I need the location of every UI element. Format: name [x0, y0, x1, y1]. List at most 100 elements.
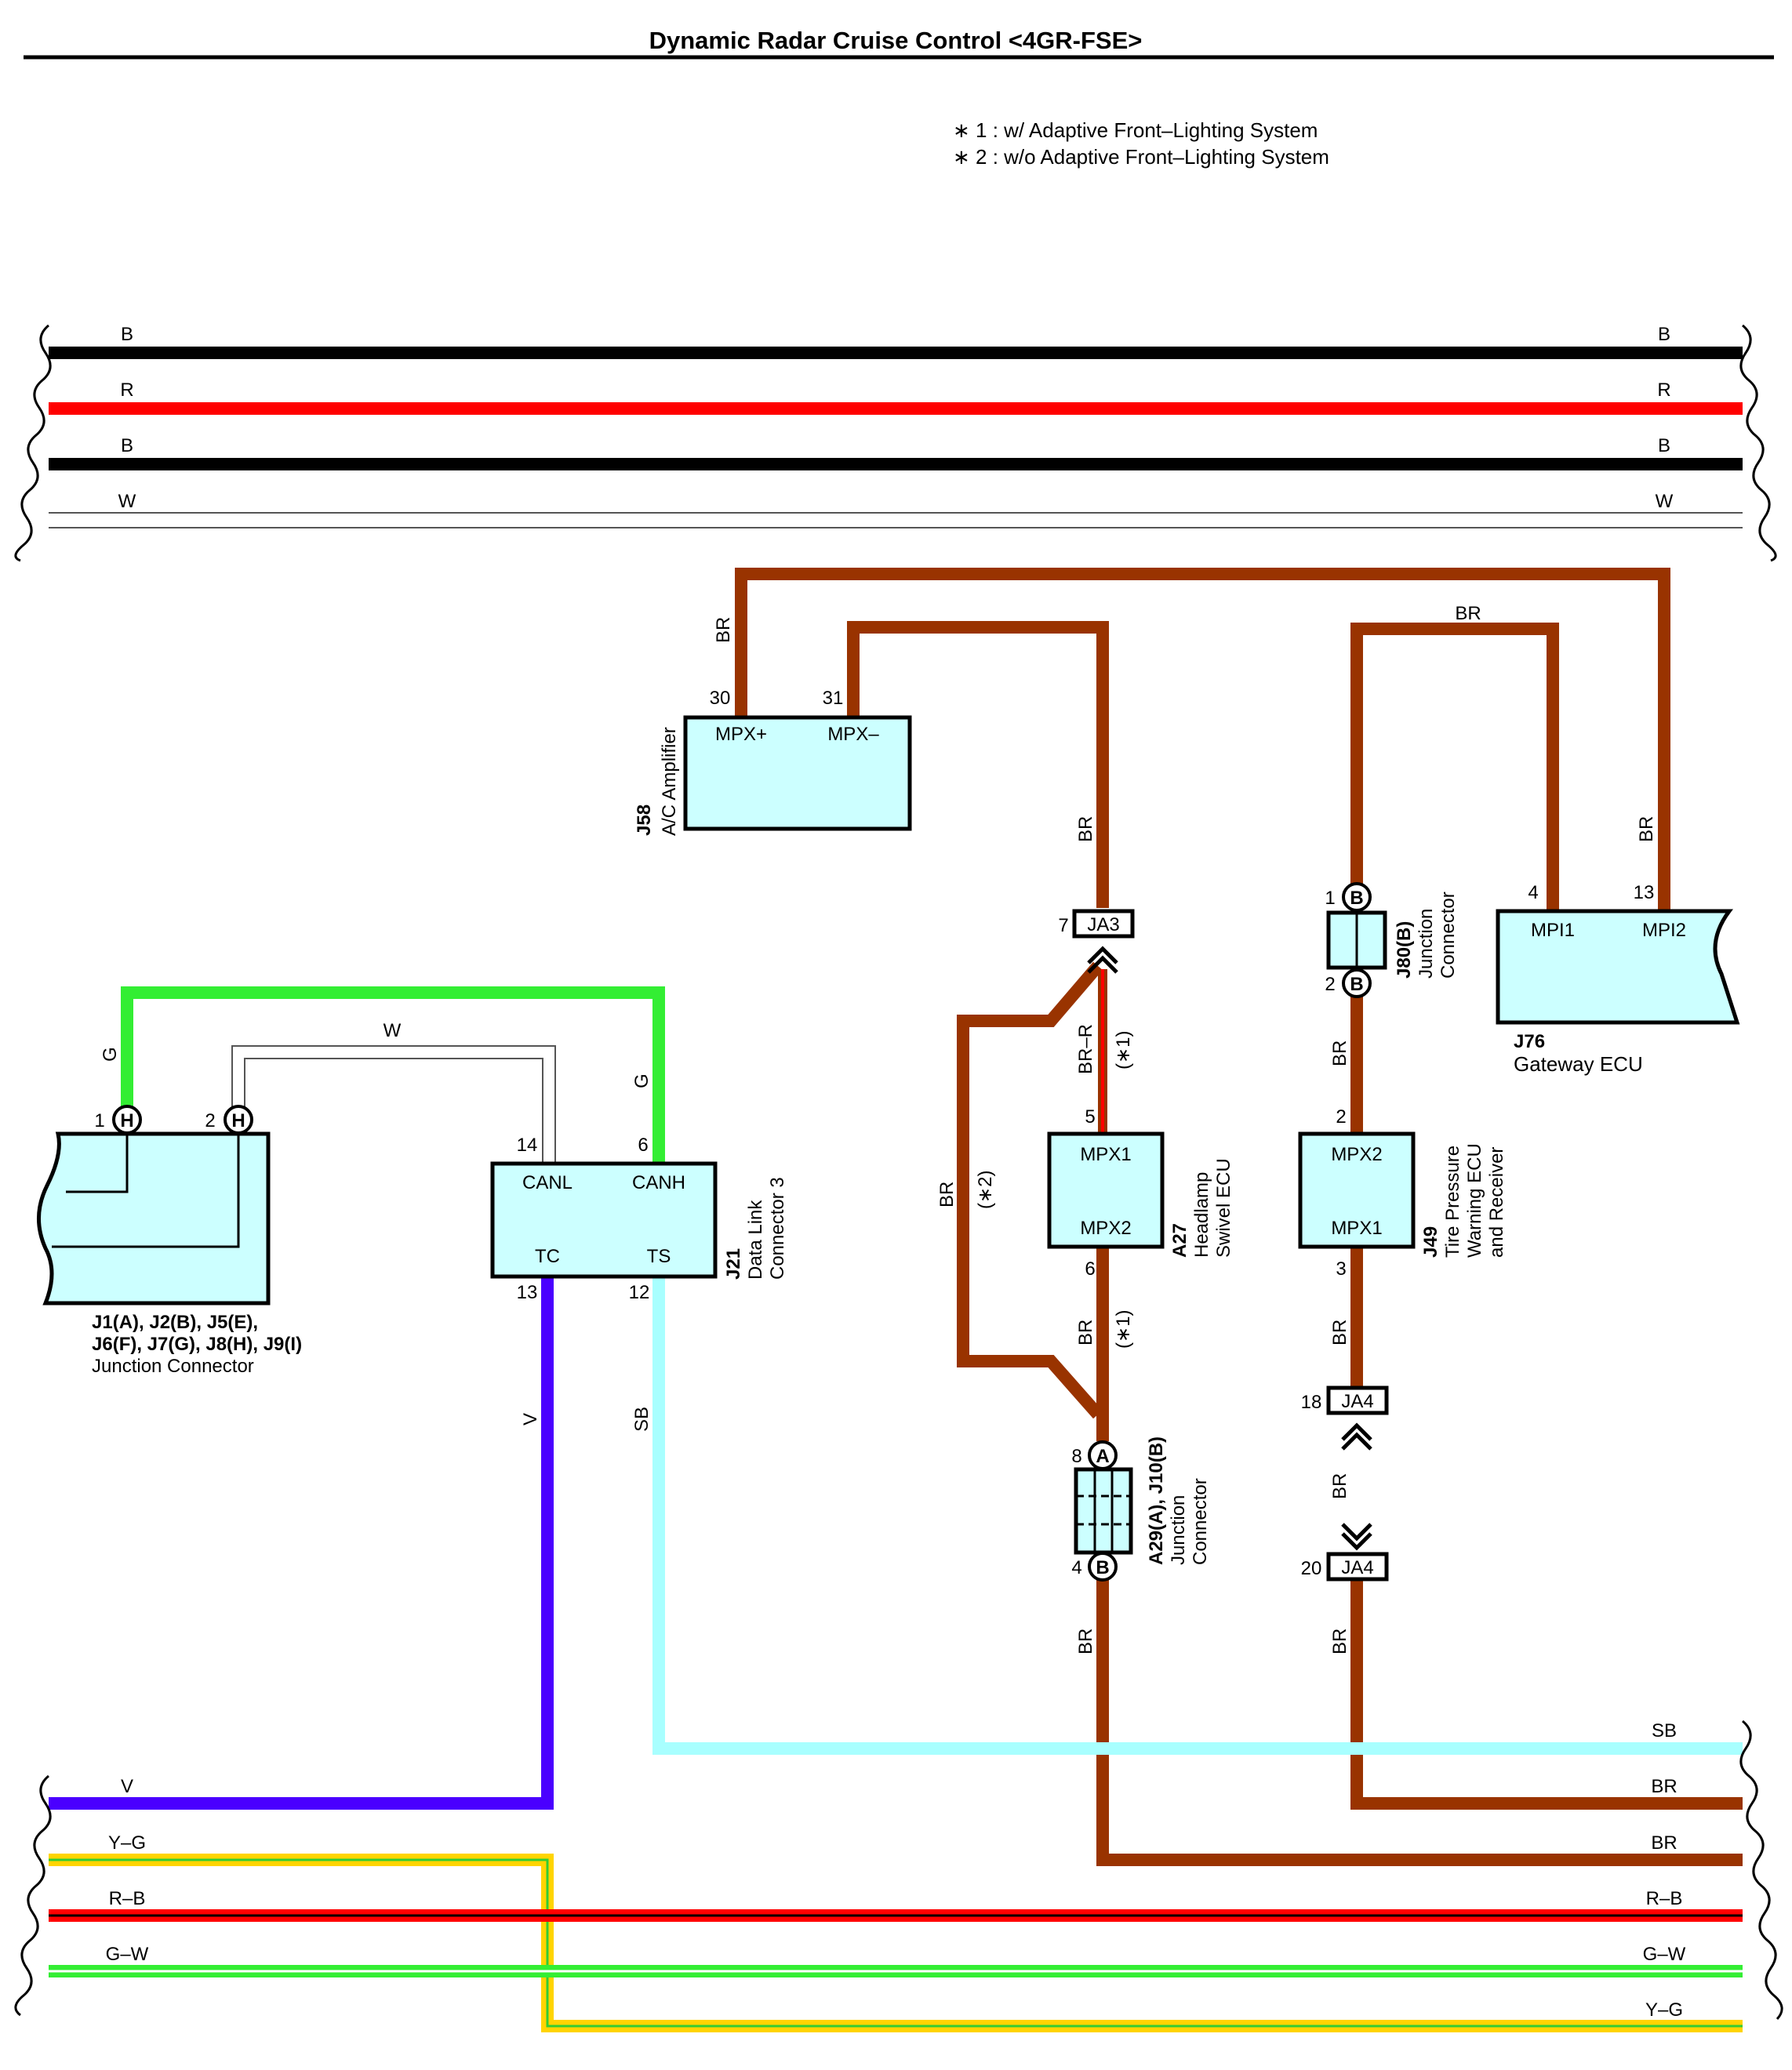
component-j49[interactable]: MPX2 MPX1 2 3 J49 Tire Pressure Warning … [1298, 1106, 1507, 1280]
ja3-pin: 7 [1058, 915, 1068, 936]
component-j21[interactable]: CANL CANH TC TS 14 6 13 12 J21 Data Link… [490, 1135, 788, 1303]
j76-pin-4: 4 [1528, 882, 1538, 903]
component-junction-connector-j[interactable]: H H 1 2 J1(A), J2(B), J5(E), J6(F), J7(G… [37, 1105, 302, 1377]
j76-pin-13: 13 [1634, 882, 1655, 903]
j49-pin-mpx1: MPX1 [1331, 1218, 1382, 1239]
a29-name-2: Connector [1190, 1478, 1211, 1565]
wl-v: V [520, 1413, 541, 1425]
top-bus-right-label-1: B [1658, 324, 1670, 345]
wl-g-1: G [100, 1047, 121, 1062]
wl-note1-b: (∗1) [1113, 1310, 1134, 1349]
bottom-right-label-br1: BR [1651, 1776, 1677, 1797]
jc-code-line1: J1(A), J2(B), J5(E), [92, 1312, 258, 1333]
wl-br-3: BR [1075, 816, 1096, 842]
bottom-bus-right-label-5: Y–G [1645, 1999, 1683, 2021]
component-a27[interactable]: MPX1 MPX2 5 6 A27 Headlamp Swivel ECU [1047, 1106, 1234, 1280]
top-bus-left-label-4: W [118, 491, 136, 512]
wl-sb: SB [631, 1407, 652, 1432]
note-2: ∗ 2 : w/o Adaptive Front–Lighting System [953, 145, 1329, 169]
top-bus-left-label-3: B [121, 435, 133, 456]
j49-name-2: Warning ECU [1464, 1143, 1485, 1258]
component-j76[interactable]: MPI1 MPI2 4 13 J76 Gateway ECU [1496, 882, 1740, 1076]
j49-pin-3: 3 [1336, 1258, 1346, 1280]
wire-j58-to-j76-mpi2 [735, 568, 1670, 910]
j58-pin-mpx-minus: MPX– [827, 724, 879, 745]
jc-pin1-num: 1 [94, 1110, 104, 1131]
j21-name-2: Connector 3 [767, 1177, 788, 1280]
wl-br-8: BR [1329, 1040, 1350, 1066]
a27-code: A27 [1169, 1223, 1190, 1258]
j80-pin-2: 2 [1325, 974, 1335, 995]
j21-name-1: Data Link [745, 1200, 766, 1280]
a29-code: A29(A), J10(B) [1146, 1436, 1167, 1565]
j80-name-1: Junction [1416, 909, 1437, 979]
wire-labels: BR BR BR BR BR–R (∗1) BR (∗2) BR (∗1) BR… [100, 603, 1657, 1654]
wire-w [231, 1045, 556, 1164]
wl-br-9: BR [1329, 1320, 1350, 1346]
j80-code: J80(B) [1394, 921, 1415, 979]
wire-j58-to-ja3 [847, 621, 1109, 908]
top-bus-left-label-1: B [121, 324, 133, 345]
top-bus-right-label-2: R [1657, 380, 1670, 401]
splice-ja3[interactable]: JA3 7 [1058, 909, 1135, 974]
wire-j76-to-j80 [1350, 623, 1559, 910]
wl-note1-a: (∗1) [1113, 1031, 1134, 1070]
top-bus-right-label-3: B [1658, 435, 1670, 456]
j58-pin-mpx-plus: MPX+ [715, 724, 767, 745]
wire-g [121, 986, 665, 1164]
a29-pin-8: 8 [1071, 1446, 1081, 1467]
top-bus-left-label-2: R [120, 380, 133, 401]
splice-ja4-top[interactable]: JA4 18 [1301, 1385, 1389, 1451]
a29-letter-b: B [1096, 1557, 1109, 1578]
wl-br-6: BR [1075, 1320, 1096, 1346]
j80-pin-1: 1 [1325, 888, 1335, 909]
wire-v [49, 1276, 554, 1810]
a29-name-1: Junction [1168, 1495, 1189, 1565]
j49-pin-mpx2: MPX2 [1331, 1144, 1382, 1165]
wl-g-2: G [631, 1073, 652, 1088]
j58-pin-30: 30 [710, 688, 731, 709]
top-bus: B R B W B R B W [14, 324, 1777, 562]
j49-pin-2: 2 [1336, 1106, 1346, 1128]
j21-pin-6: 6 [638, 1135, 648, 1156]
wl-br-r: BR–R [1075, 1024, 1096, 1074]
j80-name-2: Connector [1438, 892, 1459, 979]
ja4-bot-pin: 20 [1301, 1558, 1322, 1579]
note-1: ∗ 1 : w/ Adaptive Front–Lighting System [953, 118, 1318, 142]
bottom-bus-left-break [14, 1774, 52, 2017]
jc-pin1-letter: H [120, 1110, 133, 1131]
mpx-wires [735, 568, 1743, 1866]
bottom-bus-right-label-4: G–W [1643, 1944, 1686, 1965]
bottom-bus-left-label-4: G–W [106, 1944, 149, 1965]
wire-a29-to-bus [1096, 1578, 1743, 1866]
j21-pin-12: 12 [629, 1282, 650, 1303]
wl-br-11: BR [1329, 1629, 1350, 1654]
component-j80[interactable]: B B 1 2 J80(B) Junction Connector [1325, 882, 1459, 998]
j76-name: Gateway ECU [1514, 1052, 1643, 1076]
ja4-top-label: JA4 [1341, 1391, 1373, 1412]
bottom-bus: V Y–G R–B G–W SB BR BR R–B G–W Y–G [14, 1720, 1783, 2032]
a27-pin-mpx2: MPX2 [1080, 1218, 1131, 1239]
bottom-bus-right-label-3: R–B [1646, 1888, 1683, 1909]
wire-sb [652, 1276, 1743, 1755]
jc-pin2-letter: H [231, 1110, 245, 1131]
wire-bypass-note2 [957, 961, 1103, 1419]
wl-br-4: BR [1636, 816, 1657, 842]
bottom-right-label-br2: BR [1651, 1832, 1677, 1854]
jc-code-line2: J6(F), J7(G), J8(H), J9(I) [92, 1334, 302, 1355]
splice-ja4-bottom[interactable]: JA4 20 [1301, 1523, 1389, 1582]
component-a29[interactable]: A B 8 4 A29(A), J10(B) Junction Connecto… [1071, 1436, 1211, 1582]
ja3-label: JA3 [1087, 914, 1119, 935]
top-bus-right-break [1739, 324, 1777, 562]
a27-pin-mpx1: MPX1 [1080, 1144, 1131, 1165]
wl-br-7: BR [1075, 1629, 1096, 1654]
jc-pin2-num: 2 [205, 1110, 215, 1131]
j21-pin-canl: CANL [522, 1172, 572, 1193]
a27-name-2: Swivel ECU [1213, 1158, 1234, 1258]
wl-w: W [383, 1020, 402, 1041]
component-j58[interactable]: MPX+ MPX– 30 31 J58 A/C Amplifier [634, 688, 912, 836]
wl-br-1: BR [713, 617, 734, 643]
j21-pin-14: 14 [517, 1135, 538, 1156]
a27-name-1: Headlamp [1191, 1172, 1212, 1258]
